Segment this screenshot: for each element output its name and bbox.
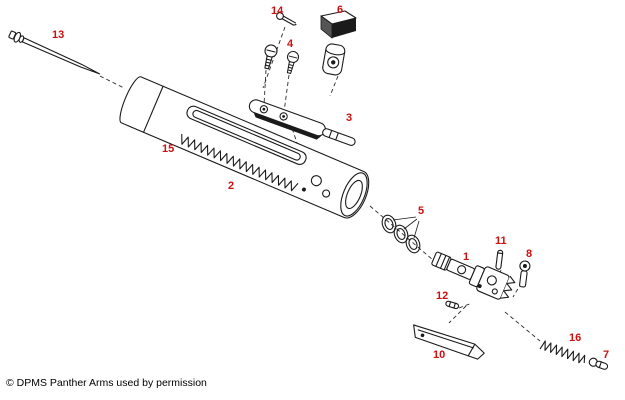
part-6-block bbox=[320, 10, 357, 39]
part-16-spring bbox=[539, 340, 586, 364]
part-label-4: 4 bbox=[287, 38, 294, 50]
part-11-pin bbox=[495, 249, 504, 270]
part-label-16: 16 bbox=[569, 332, 581, 344]
gas-ring bbox=[405, 234, 421, 254]
part-label-1: 1 bbox=[463, 251, 469, 263]
gas-ring bbox=[381, 214, 397, 234]
part-4-screw-right bbox=[286, 50, 300, 74]
part-10-extractor bbox=[413, 324, 485, 360]
carrier-serrations bbox=[181, 133, 299, 192]
part-label-5: 5 bbox=[418, 205, 424, 217]
part-1-bolt bbox=[431, 251, 516, 300]
part-label-7: 7 bbox=[603, 349, 609, 361]
copyright-text: © DPMS Panther Arms used by permission bbox=[6, 377, 207, 389]
part-label-2: 2 bbox=[228, 180, 234, 192]
part-4-screw-left bbox=[264, 44, 278, 70]
dash-pin-12 bbox=[458, 302, 473, 309]
part-5-gas-rings bbox=[381, 214, 421, 254]
dash-bolt-to-spring bbox=[504, 311, 541, 342]
part-12-pin bbox=[445, 300, 460, 310]
part-label-8: 8 bbox=[526, 248, 532, 260]
part-15-bolt-carrier bbox=[119, 76, 370, 219]
dash-firing-pin bbox=[99, 75, 125, 89]
part-label-14: 14 bbox=[271, 5, 284, 17]
part-6-cylinder bbox=[322, 43, 346, 76]
part-label-15: 15 bbox=[162, 143, 174, 155]
dash-retaining-pin bbox=[262, 26, 286, 89]
part-label-13: 13 bbox=[52, 29, 64, 41]
part-label-11: 11 bbox=[495, 235, 507, 247]
part-7-pin bbox=[588, 357, 609, 370]
dash-part6 bbox=[329, 75, 339, 97]
part-8-cam-pin bbox=[519, 260, 531, 288]
dash-screw-left bbox=[263, 69, 267, 106]
gas-ring bbox=[393, 224, 409, 244]
label-5-leader-lines bbox=[392, 216, 420, 239]
part-13-firing-pin bbox=[8, 30, 101, 75]
part-14-retaining-pin bbox=[276, 12, 297, 26]
part-label-6: 6 bbox=[337, 4, 343, 16]
part-3-gas-key bbox=[248, 99, 356, 146]
dash-screw-right bbox=[283, 74, 290, 113]
part-label-12: 12 bbox=[436, 290, 448, 302]
part-label-3: 3 bbox=[346, 112, 352, 124]
part-label-10: 10 bbox=[433, 349, 445, 361]
